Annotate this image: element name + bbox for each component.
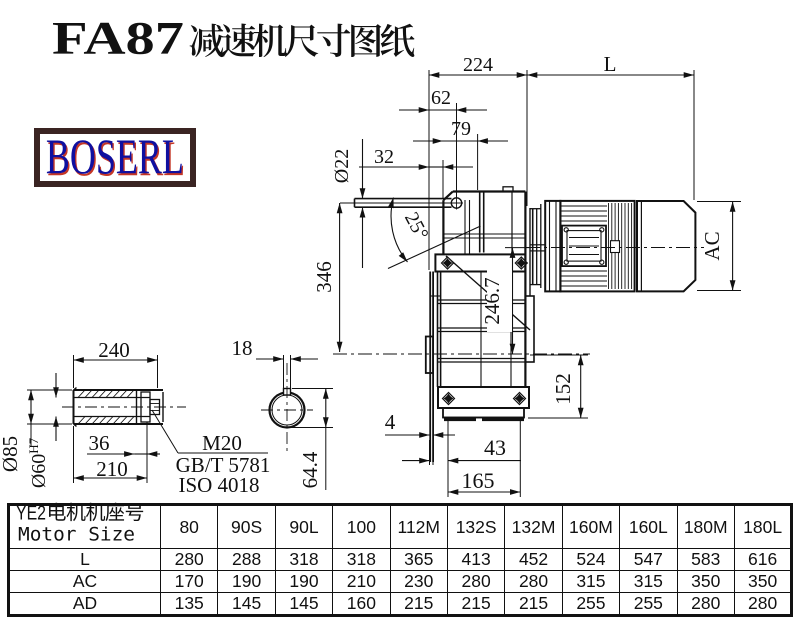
label-gbt: GB/T 5781	[176, 453, 271, 477]
table-cell: 145	[274, 592, 334, 616]
col-header-132M: 132M	[504, 504, 563, 549]
shaft-section-view	[62, 387, 186, 427]
col-header-80: 80	[159, 504, 219, 549]
dim-dia85: Ø85	[0, 436, 22, 472]
table-cell: 215	[504, 592, 563, 616]
table-cell: 547	[619, 548, 678, 571]
gearbox-housing	[340, 186, 535, 462]
row-label-L: L	[8, 548, 161, 571]
dim-L: L	[604, 52, 617, 76]
dim-4: 4	[385, 410, 396, 434]
table-cell: 135	[159, 592, 219, 616]
table-cell: 160	[332, 592, 391, 616]
col-header-160L: 160L	[619, 504, 678, 549]
section-dims	[27, 355, 333, 490]
col-header-160M: 160M	[561, 504, 621, 549]
dim-62: 62	[431, 87, 451, 109]
table-cell: 524	[561, 548, 621, 571]
dim-AC: AC	[700, 231, 724, 260]
table-cell: 365	[389, 548, 448, 571]
dim-246-7: 246.7	[480, 277, 504, 324]
table-cell: 190	[274, 570, 334, 593]
col-header-90L: 90L	[274, 504, 334, 549]
dim-240: 240	[98, 338, 130, 362]
title-latin: FA87	[52, 13, 184, 65]
table-cell: 318	[332, 548, 391, 571]
dimensions	[336, 70, 741, 497]
dim-36: 36	[89, 431, 110, 455]
table-cell: 350	[676, 570, 735, 593]
table-cell: 318	[274, 548, 334, 571]
dim-32: 32	[374, 146, 394, 168]
dim-43: 43	[484, 435, 506, 460]
table-cell: 255	[619, 592, 678, 616]
motor	[526, 199, 704, 293]
table-cell: 190	[217, 570, 276, 593]
dim-64-4: 64.4	[298, 451, 322, 488]
table-cell: 280	[504, 570, 563, 593]
shaft-cross-section	[261, 363, 313, 452]
dim-dia22: Ø22	[331, 149, 353, 183]
table-cell: 413	[446, 548, 506, 571]
dim-angle-25: 25°	[400, 209, 433, 244]
dim-165: 165	[462, 468, 495, 493]
boserl-logo: BOSERL	[34, 128, 196, 187]
table-cell: 280	[159, 548, 219, 571]
row-label-AD: AD	[8, 592, 161, 616]
dim-346: 346	[312, 261, 336, 293]
logo-text: BOSERL	[45, 127, 185, 184]
table-header-row: YE2电机机座号8090S90L100112M132S132M160M160L1…	[8, 504, 793, 549]
col-header-180L: 180L	[733, 504, 793, 549]
table-cell: 215	[446, 592, 506, 616]
col-header-132S: 132S	[446, 504, 506, 549]
table-cell: 350	[733, 570, 793, 593]
table-cell: 616	[733, 548, 793, 571]
col-header-112M: 112M	[389, 504, 448, 549]
dim-18: 18	[232, 336, 253, 360]
row-label-AC: AC	[8, 570, 161, 593]
dim-210: 210	[96, 457, 128, 481]
table-cell: 315	[619, 570, 678, 593]
dim-224: 224	[463, 54, 493, 76]
title-cjk	[189, 23, 415, 58]
dim-79: 79	[451, 118, 471, 140]
col-header-90S: 90S	[217, 504, 276, 549]
table-cell: 288	[217, 548, 276, 571]
table-cell: 215	[389, 592, 448, 616]
table-cell: 280	[676, 592, 735, 616]
dim-dia60h7: Ø60H7	[26, 437, 50, 488]
motor-size-table: YE2电机机座号8090S90L100112M132S132M160M160L1…	[7, 503, 794, 617]
table-cell: 230	[389, 570, 448, 593]
col-header-180M: 180M	[676, 504, 735, 549]
page-title: FA87	[52, 13, 415, 65]
table-cell: 583	[676, 548, 735, 571]
table-cell: 170	[159, 570, 219, 593]
label-iso: ISO 4018	[178, 473, 259, 497]
table-cell: 315	[561, 570, 621, 593]
table-cell: 210	[332, 570, 391, 593]
table-cell: 280	[446, 570, 506, 593]
table-cell: 255	[561, 592, 621, 616]
dim-152: 152	[551, 373, 575, 405]
table-cell: 452	[504, 548, 563, 571]
label-m20: M20	[202, 431, 242, 455]
header-motor-size: YE2电机机座号	[8, 504, 161, 549]
table-cell: 145	[217, 592, 276, 616]
table-cell: 280	[733, 592, 793, 616]
col-header-100: 100	[332, 504, 391, 549]
